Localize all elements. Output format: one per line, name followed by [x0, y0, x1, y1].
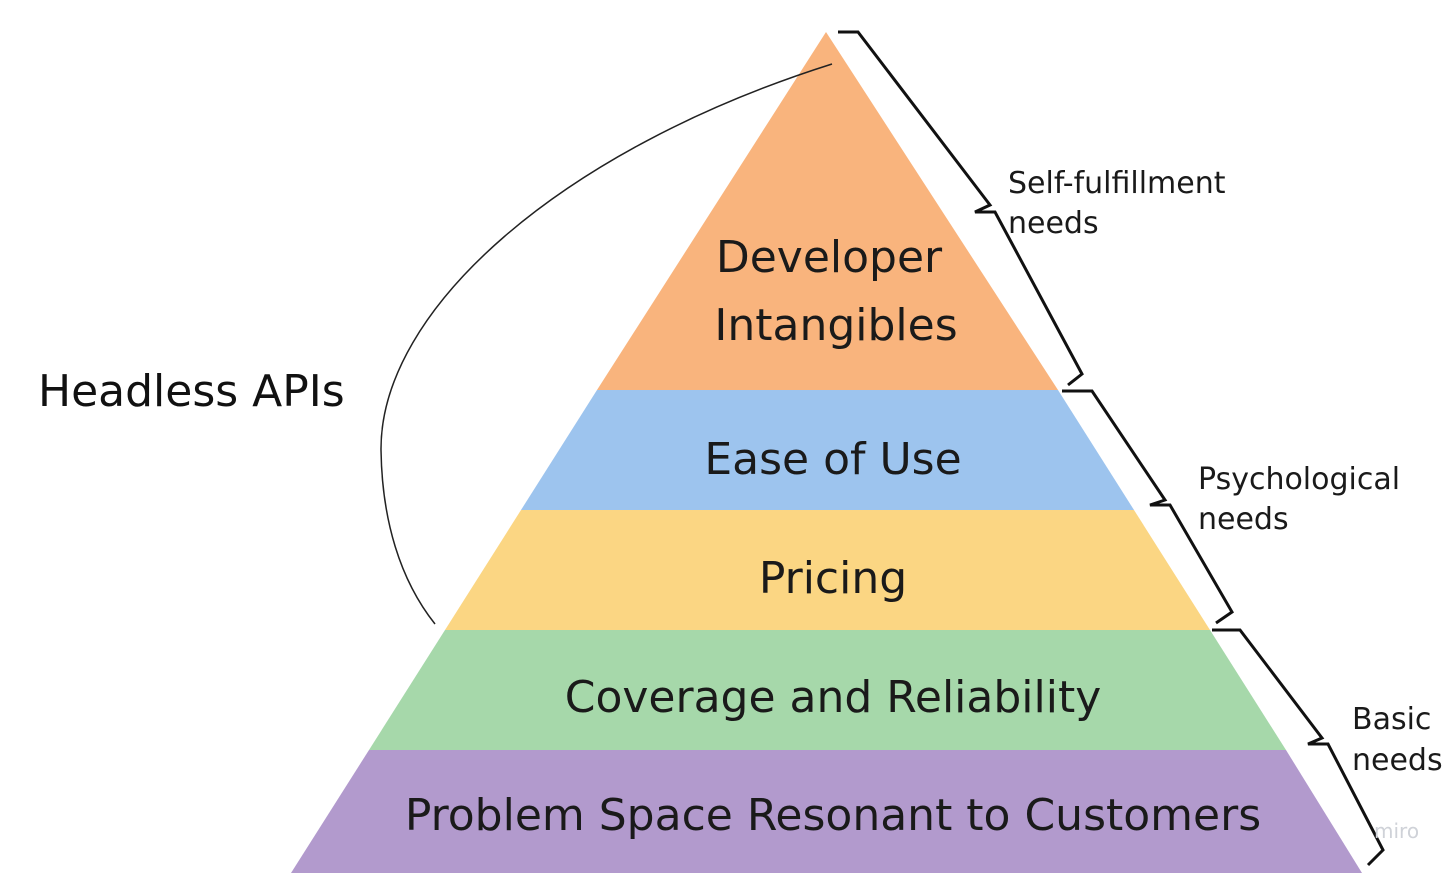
tier-ease-of-use: [521, 390, 1134, 510]
bracket-label-psychological-2: needs: [1198, 502, 1289, 537]
headless-apis-label: Headless APIs: [38, 366, 345, 417]
brackets: [838, 30, 1385, 867]
annotation-arc: [380, 63, 833, 625]
pyramid: [291, 32, 1362, 873]
tier-label-coverage-reliability: Coverage and Reliability: [565, 672, 1102, 723]
bracket-self-fulfillment: [838, 30, 1084, 387]
miro-watermark: miro: [1374, 819, 1419, 843]
tier-pricing: [445, 510, 1210, 630]
bracket-label-self-fulfillment-1: Self-fulfillment: [1008, 166, 1226, 201]
tier-developer-intangibles: [597, 32, 1058, 390]
bracket-basic: [1212, 628, 1385, 867]
tier-coverage-reliability: [369, 630, 1286, 750]
tier-label-pricing: Pricing: [759, 553, 907, 604]
tier-label-developer: Developer: [716, 232, 943, 283]
tier-label-ease-of-use: Ease of Use: [704, 434, 961, 485]
bracket-label-psychological-1: Psychological: [1198, 462, 1400, 497]
bracket-label-self-fulfillment-2: needs: [1008, 206, 1099, 241]
bracket-label-basic-2: needs: [1352, 743, 1443, 778]
tier-labels: Developer Intangibles Ease of Use Pricin…: [405, 232, 1261, 841]
bracket-psychological: [1062, 389, 1234, 625]
bracket-label-basic-1: Basic: [1352, 702, 1431, 737]
headless-apis-annotation: Headless APIs: [38, 63, 833, 625]
tier-label-intangibles: Intangibles: [714, 300, 957, 351]
tier-label-problem-space: Problem Space Resonant to Customers: [405, 790, 1261, 841]
tier-problem-space: [291, 750, 1362, 873]
bracket-labels: Self-fulfillment needs Psychological nee…: [1008, 166, 1443, 778]
